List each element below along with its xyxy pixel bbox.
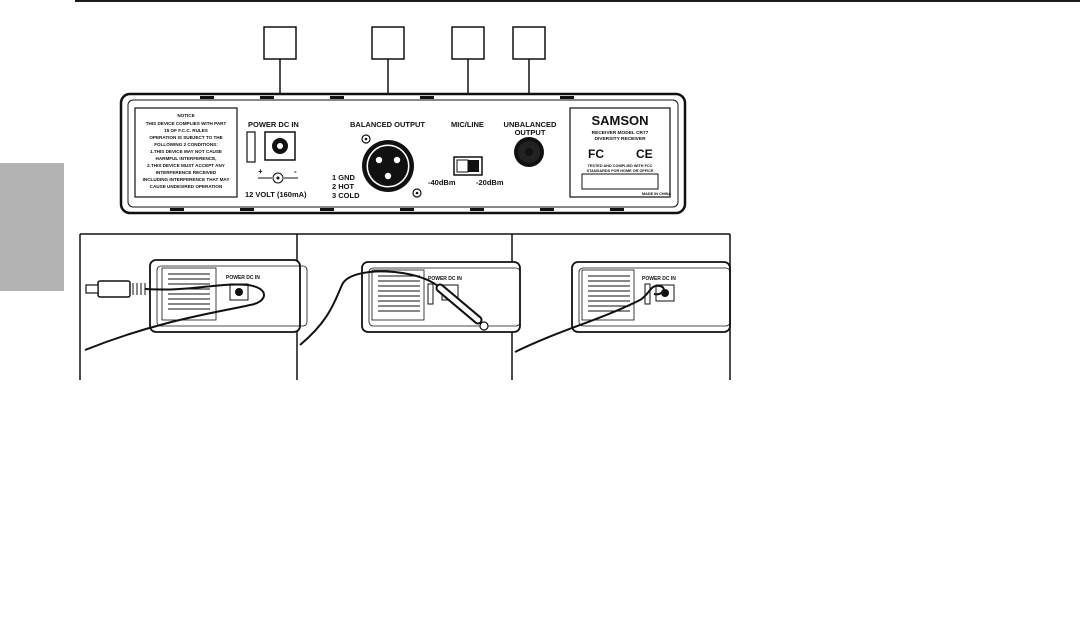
switch-left-label: -40dBm — [428, 178, 456, 187]
callout-box-1 — [263, 26, 297, 60]
voltage-label: 12 VOLT (160mA) — [245, 190, 307, 199]
svg-text:INCLUDING INTERFERENCE THAT MA: INCLUDING INTERFERENCE THAT MAY — [143, 177, 230, 182]
svg-text:FOLLOWING 2 CONDITIONS:: FOLLOWING 2 CONDITIONS: — [154, 142, 218, 147]
svg-text:NOTICE: NOTICE — [177, 113, 194, 118]
svg-text:+: + — [258, 167, 263, 176]
model-name: RECEIVER MODEL CR77 — [592, 130, 649, 136]
svg-text:1.THIS DEVICE MAY NOT CAUSE: 1.THIS DEVICE MAY NOT CAUSE — [150, 149, 222, 154]
svg-text:1 GND: 1 GND — [332, 173, 356, 182]
callout-box-4 — [512, 26, 546, 60]
svg-text:POWER DC IN: POWER DC IN — [226, 275, 260, 281]
svg-text:OPERATION IS SUBJECT TO THE: OPERATION IS SUBJECT TO THE — [149, 135, 222, 140]
mic-line-label: MIC/LINE — [451, 120, 484, 129]
unbalanced-output-label: UNBALANCED OUTPUT — [504, 120, 557, 137]
svg-text:POWER DC IN: POWER DC IN — [428, 276, 462, 282]
svg-text:THIS DEVICE COMPLIES WITH PART: THIS DEVICE COMPLIES WITH PART — [146, 121, 227, 126]
svg-text:HARMFUL INTERFERENCE,: HARMFUL INTERFERENCE, — [156, 156, 217, 161]
serial-number-box — [581, 173, 659, 190]
top-rule — [75, 0, 1080, 2]
xlr-pin-labels: 1 GND 2 HOT 3 COLD — [332, 173, 360, 200]
fcc-logo: FC — [588, 147, 604, 161]
callout-box-3 — [451, 26, 485, 60]
mic-line-switch — [453, 156, 483, 176]
callout-box-2 — [371, 26, 405, 60]
rear-panel: NOTICE THIS DEVICE COMPLIES WITH PART 15… — [119, 92, 687, 215]
made-in-label: MADE IN CHINA — [642, 192, 671, 196]
samson-logo: SAMSON — [591, 113, 648, 128]
svg-text:INTERFERENCE RECEIVED: INTERFERENCE RECEIVED — [156, 170, 217, 175]
step-3-illustration: POWER DC IN — [514, 261, 731, 353]
receiver-type: DIVERSITY RECEIVER — [594, 136, 646, 142]
svg-text:15 OF F.C.C. RULES: 15 OF F.C.C. RULES — [164, 128, 208, 133]
svg-text:UNBALANCED: UNBALANCED — [504, 120, 557, 129]
svg-text:POWER DC IN: POWER DC IN — [642, 276, 676, 282]
ce-mark: CE — [636, 147, 653, 161]
power-jack — [264, 131, 296, 161]
cable-clip — [246, 131, 256, 163]
switch-right-label: -20dBm — [476, 178, 504, 187]
svg-text:2 HOT: 2 HOT — [332, 182, 355, 191]
svg-text:3 COLD: 3 COLD — [332, 191, 360, 200]
step-2-illustration: POWER DC IN — [299, 261, 521, 346]
fcc-notice-text: NOTICE THIS DEVICE COMPLIES WITH PART 15… — [143, 113, 230, 189]
step-panels: POWER DC IN POWER DC IN — [79, 233, 731, 380]
balanced-output-label: BALANCED OUTPUT — [350, 120, 425, 129]
tested-text-1: TESTED AND COMPLIED WITH FCC — [588, 164, 653, 168]
step-1-illustration: POWER DC IN — [84, 259, 308, 351]
svg-text:2.THIS DEVICE MUST ACCEPT ANY: 2.THIS DEVICE MUST ACCEPT ANY — [147, 163, 225, 168]
tested-text-2: STANDARDS FOR HOME OR OFFICE — [587, 169, 654, 173]
svg-text:-: - — [294, 167, 297, 176]
power-dc-in-label: POWER DC IN — [248, 120, 299, 129]
svg-text:OUTPUT: OUTPUT — [515, 128, 546, 137]
section-side-tab — [0, 163, 64, 291]
svg-text:CAUSE UNDESIRED OPERATION: CAUSE UNDESIRED OPERATION — [150, 184, 223, 189]
quarter-inch-jack — [514, 137, 544, 167]
xlr-connector — [361, 134, 422, 198]
fcc-notice-box — [134, 107, 238, 198]
callout-boxes — [263, 26, 546, 60]
polarity-symbol: + - — [258, 167, 298, 184]
